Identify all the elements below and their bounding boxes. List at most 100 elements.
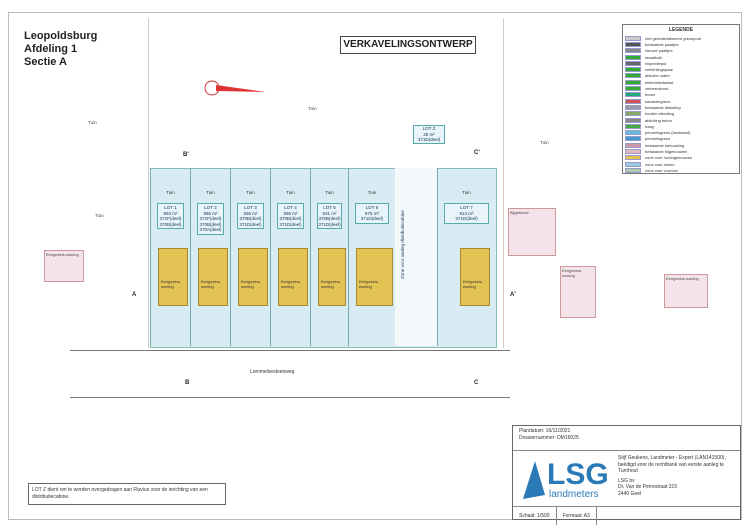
building-label: Eengezins-woning <box>463 279 484 289</box>
city: 2440 Geel <box>618 490 642 497</box>
legend-swatch-icon <box>625 117 641 123</box>
legend-label: perceelsgrens (bestaand) <box>645 130 691 136</box>
building-zone: Eengezins-woning <box>318 248 346 306</box>
lot-6: Tuin LOT 6 875 m² 371D(deel) <box>348 168 395 346</box>
legend-swatch-icon <box>625 54 641 60</box>
section-mark: C' <box>474 150 480 156</box>
section-mark: B' <box>183 152 189 158</box>
legend-swatch-icon <box>625 130 641 136</box>
lot-label-box: LOT 3 556 m² 370B(deel) 371D(deel) <box>237 203 264 229</box>
legend-swatch-icon <box>625 41 641 47</box>
legend-swatch-icon <box>625 161 641 167</box>
neighbour-label: Eengezins-woning <box>562 268 583 278</box>
note: LOT Z dient om te worden overgedragen aa… <box>28 483 226 505</box>
lot-label-box: LOT 1 863 m² 371F(deel) 370B(deel) <box>157 203 184 229</box>
legend-swatch-icon <box>625 104 641 110</box>
building-label: Eengezins-woning <box>201 279 222 289</box>
legend-swatch-icon <box>625 92 641 98</box>
legend-item: bestaande bijgebouwen <box>625 148 737 154</box>
legend-label: perceelsgrens <box>645 136 671 142</box>
section-mark: A' <box>510 292 516 298</box>
road <box>70 350 510 398</box>
lot-label: LOT 4 <box>284 205 297 210</box>
legend-swatch-icon <box>625 142 641 148</box>
section-mark: B <box>185 380 190 386</box>
north-arrow-icon <box>200 78 270 98</box>
legend-item: inspectieput <box>625 60 737 66</box>
legend-swatch-icon <box>625 67 641 73</box>
garden-label: Tuin <box>166 190 175 195</box>
drawing-frame <box>8 12 742 520</box>
lsg-logo: LSG landmeters <box>521 459 611 501</box>
legend-label: elektriciteitskast <box>645 79 674 85</box>
legend-label: zone voor tuinen <box>645 161 675 167</box>
garden-label: Tuin <box>462 190 471 195</box>
legend-label: bestaande afsluiting <box>645 104 681 110</box>
legend-item: bestaande bebouwing <box>625 142 737 148</box>
lot-label: LOT 3 <box>244 205 257 210</box>
lot-z: LOT Z 35 m² 371D(deel) <box>413 125 445 144</box>
lot-z-area: 35 m² <box>423 131 435 137</box>
legend-item: niet gematerialiseerd grenspunt <box>625 35 737 41</box>
legend-item: straatkolk <box>625 54 737 60</box>
building-zone: Eengezins-woning <box>356 248 393 306</box>
cabine-strip <box>395 168 437 346</box>
cabine-text: Zone voor aanleg distributiecabine <box>400 210 405 280</box>
legend-label: houten afsluiting <box>645 111 675 117</box>
legend-item: haag <box>625 123 737 129</box>
municipality: Leopoldsburg <box>24 30 98 42</box>
legend-item: nieuwe paaltjes <box>625 48 737 54</box>
legend-item: zone voor voortuin <box>625 167 737 173</box>
garden-label: Tuin <box>206 190 215 195</box>
legend-item: verlichtingspaal <box>625 66 737 73</box>
surveyor: Stijf Geukens, Landmeter - Expert (LAN14… <box>618 455 726 474</box>
street: Dr. Van de Perrestraat 315 <box>618 484 678 490</box>
lot-label-box: LOT 2 886 m² 371F(deel) 370B(deel) 370A(… <box>197 203 224 235</box>
legend-label: bestaande paaltjes <box>645 41 679 47</box>
legend-item: perceelsgrens <box>625 136 737 142</box>
lot-label-box: LOT 7 914 m² 371D(deel) <box>444 203 489 224</box>
legend-swatch-icon <box>625 136 641 142</box>
legend-label: verlichtingspaal <box>645 67 673 73</box>
neighbour-building: Eengezins-woning <box>664 274 708 308</box>
building-label: Eengezins-woning <box>161 279 182 289</box>
garden-label: Tuin <box>540 140 549 145</box>
parcel-line <box>503 18 504 348</box>
neighbour-building: Bijgebouw <box>508 208 556 256</box>
legend-label: zone voor voortuin <box>645 167 678 173</box>
legend-item: elektriciteitskast <box>625 79 737 85</box>
lot-z-parcel: 371D(deel) <box>417 137 441 142</box>
building-zone: Eengezins-woning <box>158 248 188 306</box>
road-name: Lommelsesteenweg <box>250 369 295 375</box>
legend-label: niet gematerialiseerd grenspunt <box>645 35 702 41</box>
logo-triangle-icon <box>523 461 545 499</box>
lot-label-box: LOT 6 875 m² 371D(deel) <box>355 203 389 224</box>
division: Afdeling 1 <box>24 43 78 55</box>
garden-label: Tuin <box>286 190 295 195</box>
lot-5: Tuin LOT 5 631 m² 370B(deel) 371D(deel) <box>310 168 348 346</box>
building-zone: Eengezins-woning <box>278 248 308 306</box>
legend-item: perceelsgrens (bestaand) <box>625 129 737 136</box>
legend-swatch-icon <box>625 98 641 104</box>
lot-label-box: LOT 5 631 m² 370B(deel) 371D(deel) <box>317 203 342 229</box>
legend-swatch-icon <box>625 86 641 92</box>
building-label: Eengezins-woning <box>241 279 262 289</box>
plan-title: VERKAVELINGSONTWERP <box>340 36 476 54</box>
logo-text: LSG <box>547 458 609 491</box>
legend-item: boom <box>625 92 737 98</box>
lot-7: Tuin LOT 7 914 m² 371D(deel) <box>437 168 495 346</box>
legend-item: kadastergrens <box>625 98 737 104</box>
legend-label: nieuwe paaltjes <box>645 48 673 54</box>
plan-date: Plandatum: 16/11/2021 <box>519 428 571 434</box>
title-block: Plandatum: 16/11/2021 Dossiernummer: DM1… <box>512 425 741 525</box>
legend-item: zone voor hoofdgebouwen <box>625 155 737 161</box>
dossier-number: Dossiernummer: DM16025 <box>519 435 579 441</box>
lot-parcel: 371D(deel) <box>360 216 384 221</box>
lot-parcel: 370B(deel) 371D(deel) <box>318 216 341 227</box>
building-zone: Eengezins-woning <box>460 248 490 306</box>
legend-swatch-icon <box>625 35 641 41</box>
garden-label: Tuin <box>88 120 97 125</box>
legend-item: afsluiting beton <box>625 117 737 123</box>
section-mark: C <box>474 380 479 386</box>
legend-swatch-icon <box>625 79 641 85</box>
